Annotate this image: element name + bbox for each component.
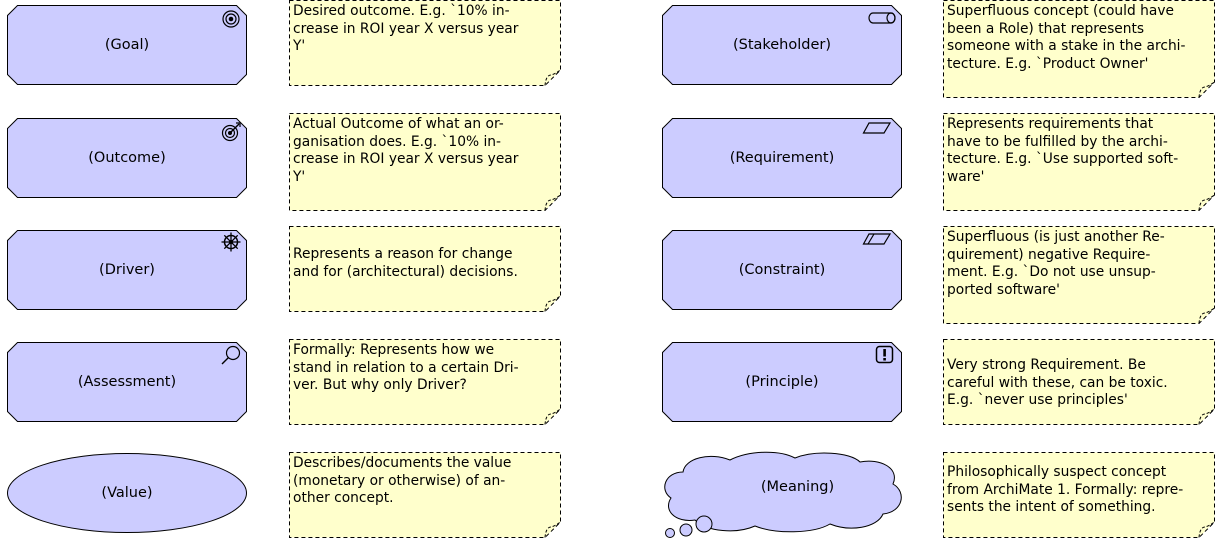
requirement-note-text: Represents requirements that have to be … [947,116,1179,185]
goal-note: Desired outcome. E.g. `10% in- crease in… [289,0,561,86]
stakeholder-label: (Stakeholder) [732,37,832,53]
note-shape [289,452,561,538]
outcome-label: (Outcome) [88,150,166,166]
meaning-label: (Meaning) [760,479,835,495]
stakeholder-note-text: Superfluous concept (could have been a R… [947,3,1186,72]
note-shape [289,0,561,86]
meaning-note: Philosophically suspect concept from Arc… [943,452,1215,538]
assessment-note: Formally: Represents how we stand in rel… [289,339,561,425]
note-shape [943,339,1215,425]
value-shape [7,453,247,533]
requirement-element-shape [662,118,902,198]
requirement-icon [862,122,892,134]
value-label: (Value) [101,485,153,501]
note-shape [943,452,1215,538]
requirement-element[interactable]: (Requirement) [662,118,902,198]
note-shape [289,113,561,211]
goal-icon [222,10,240,28]
principle-element-shape [662,342,902,422]
outcome-element-shape [7,118,247,198]
constraint-element-shape [662,230,902,310]
note-shape [943,113,1215,211]
note-shape [943,0,1215,98]
value-element[interactable]: (Value) [7,453,247,533]
principle-note-text: Very strong Requirement. Be careful with… [947,357,1168,408]
driver-element[interactable]: (Driver) [7,230,247,310]
note-shape [289,226,561,312]
constraint-element[interactable]: (Constraint) [662,230,902,310]
stakeholder-element[interactable]: (Stakeholder) [662,5,902,85]
driver-note: Represents a reason for change and for (… [289,226,561,312]
stakeholder-element-shape [662,5,902,85]
principle-icon [875,345,894,364]
meaning-cloud-shape [664,451,902,538]
assessment-icon [221,345,241,365]
note-shape [943,226,1215,324]
goal-element-shape [7,5,247,85]
value-note-text: Describes/documents the value (monetary … [293,455,512,506]
driver-icon [221,232,241,252]
outcome-note: Actual Outcome of what an or- ganisation… [289,113,561,211]
principle-element[interactable]: (Principle) [662,342,902,422]
meaning-element[interactable]: (Meaning) [655,450,910,538]
stakeholder-note: Superfluous concept (could have been a R… [943,0,1215,98]
assessment-element-shape [7,342,247,422]
requirement-label: (Requirement) [729,150,835,166]
constraint-icon [862,233,892,245]
constraint-note-text: Superfluous (is just another Re- quireme… [947,229,1165,298]
goal-note-text: Desired outcome. E.g. `10% in- crease in… [293,3,519,54]
driver-label: (Driver) [99,262,155,278]
outcome-element[interactable]: (Outcome) [7,118,247,198]
principle-note: Very strong Requirement. Be careful with… [943,339,1215,425]
driver-element-shape [7,230,247,310]
value-note: Describes/documents the value (monetary … [289,452,561,538]
principle-label: (Principle) [745,374,819,390]
driver-note-text: Represents a reason for change and for (… [293,246,518,280]
outcome-note-text: Actual Outcome of what an or- ganisation… [293,116,519,185]
note-shape [289,339,561,425]
outcome-icon [221,122,241,142]
assessment-label: (Assessment) [77,374,177,390]
assessment-note-text: Formally: Represents how we stand in rel… [293,342,519,393]
stakeholder-icon [868,12,896,24]
assessment-element[interactable]: (Assessment) [7,342,247,422]
constraint-label: (Constraint) [738,262,826,278]
meaning-note-text: Philosophically suspect concept from Arc… [947,464,1184,515]
goal-label: (Goal) [104,37,150,53]
requirement-note: Represents requirements that have to be … [943,113,1215,211]
goal-element[interactable]: (Goal) [7,5,247,85]
constraint-note: Superfluous (is just another Re- quireme… [943,226,1215,324]
